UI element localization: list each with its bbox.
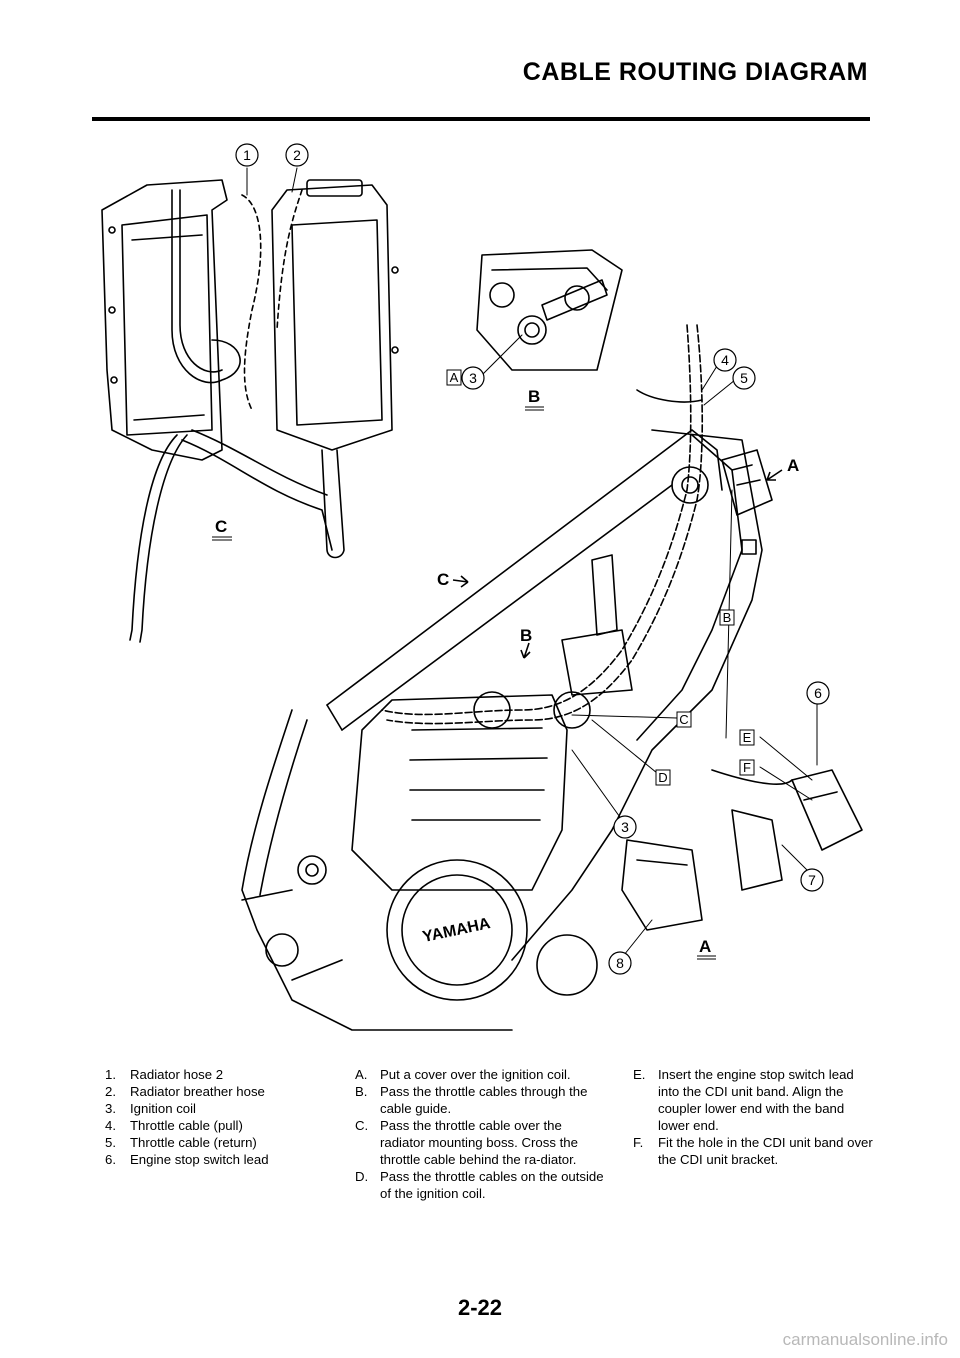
svg-text:5: 5 [740,370,748,386]
legend-text: Throttle cable (return) [130,1135,257,1150]
letter-box-f: F [739,759,755,776]
svg-text:A: A [787,456,799,475]
legend-key: C. [355,1118,369,1133]
legend-item: 1. Radiator hose 2 [105,1066,320,1083]
watermark: carmanualsonline.info [782,1330,948,1349]
svg-text:D: D [658,770,667,785]
radiator-right [271,179,399,451]
legend-item: 5. Throttle cable (return) [105,1134,320,1151]
svg-text:B: B [528,387,540,406]
radiator-hose [171,189,241,384]
callout-4: 4 [713,348,737,372]
callout-7: 7 [800,868,824,892]
legend-item: F. Fit the hole in the CDI unit band over… [633,1134,873,1168]
legend-item: 6. Engine stop switch lead [105,1151,320,1168]
legend-key: 1. [105,1067,116,1082]
legend-key: 2. [105,1084,116,1099]
legend-key: 5. [105,1135,116,1150]
callout-2: 2 [285,143,309,167]
legend-key: B. [355,1084,368,1099]
legend-key: A. [355,1067,368,1082]
legend-text: Fit the hole in the CDI unit band over t… [658,1135,873,1167]
svg-text:1: 1 [243,147,251,163]
legend-text: Throttle cable (pull) [130,1118,243,1133]
frame [241,429,763,1031]
legend-text: Pass the throttle cables on the outside … [380,1169,604,1201]
legend-item: 3. Ignition coil [105,1100,320,1117]
svg-text:C: C [679,712,688,727]
ignition-coil-lower [621,839,703,931]
legend-text: Ignition coil [130,1101,196,1116]
legend-notes-a: A. Put a cover over the ignition coil. B. P… [355,1066,610,1202]
letter-box-d: D [655,769,671,786]
legend-item: B. Pass the throttle cables through the c… [355,1083,610,1117]
svg-text:3: 3 [469,370,477,386]
callout-8: 8 [608,951,632,975]
cdi-unit-upper [721,449,773,555]
cable-routing-diagram: YAMAHA 1 2 3 3 4 5 6 7 8 A B C D E F A A… [101,143,863,1031]
legend-item: D. Pass the throttle cables on the outsid… [355,1168,610,1202]
title-rule [92,117,870,121]
legend-item: 2. Radiator breather hose [105,1083,320,1100]
brand-text: YAMAHA [421,915,492,946]
legend-parts: 1. Radiator hose 2 2. Radiator breather hos… [105,1066,320,1168]
legend-text: Radiator hose 2 [130,1067,224,1082]
svg-text:7: 7 [808,872,816,888]
svg-text:4: 4 [721,352,729,368]
legend-key: D. [355,1169,369,1184]
view-label-a-arrow: A [766,456,799,481]
legend-text: Put a cover over the ignition coil. [380,1067,571,1082]
callout-5: 5 [732,366,756,390]
svg-text:A: A [450,370,459,385]
legend-key: E. [633,1067,646,1082]
legend-key: 6. [105,1152,116,1167]
engine [241,694,598,1001]
letter-box-a: A [446,369,462,386]
svg-text:8: 8 [616,955,624,971]
view-label-b-detail: B [525,387,544,411]
letter-box-c: C [676,711,692,728]
svg-text:E: E [743,730,752,745]
callout-1: 1 [235,143,259,167]
legend-key: 3. [105,1101,116,1116]
callout-3-detail: 3 [461,366,485,390]
legend-text: Insert the engine stop switch lead into … [658,1067,854,1133]
callout-3-engine: 3 [613,815,637,839]
svg-text:B: B [520,626,532,645]
view-label-c-detail: C [212,517,232,541]
legend-text: Pass the throttle cable over the radiato… [380,1118,578,1167]
view-label-a-detail: A [697,937,716,960]
callout-6: 6 [806,681,830,705]
legend-text: Radiator breather hose [130,1084,265,1099]
svg-text:3: 3 [621,819,629,835]
cdi-unit-lower [711,769,863,891]
page-title: CABLE ROUTING DIAGRAM [522,58,868,86]
radiator-left [101,179,228,461]
breather-hose [241,189,303,411]
leader-lines [246,167,818,956]
legend-item: 4. Throttle cable (pull) [105,1117,320,1134]
page-number: 2-22 [457,1295,503,1320]
legend-key: F. [633,1135,644,1150]
svg-text:A: A [699,937,711,956]
view-label-b-arrow: B [520,626,532,659]
legend-item: A. Put a cover over the ignition coil. [355,1066,610,1083]
legend-notes-b: E. Insert the engine stop switch lead int… [633,1066,873,1168]
svg-text:2: 2 [293,147,301,163]
legend-text: Pass the throttle cables through the cab… [380,1084,588,1116]
svg-text:6: 6 [814,685,822,701]
lower-hose [129,434,188,643]
svg-text:C: C [437,570,449,589]
view-label-c-arrow: C [437,570,469,589]
svg-text:B: B [723,610,732,625]
letter-box-b: B [719,609,735,626]
legend-key: 4. [105,1118,116,1133]
ignition-coil-detail [476,249,623,371]
letter-box-e: E [739,729,755,746]
legend-item: C. Pass the throttle cable over the radia… [355,1117,610,1168]
svg-text:C: C [215,517,227,536]
svg-text:F: F [743,760,751,775]
legend-text: Engine stop switch lead [130,1152,269,1167]
legend-item: E. Insert the engine stop switch lead int… [633,1066,873,1134]
